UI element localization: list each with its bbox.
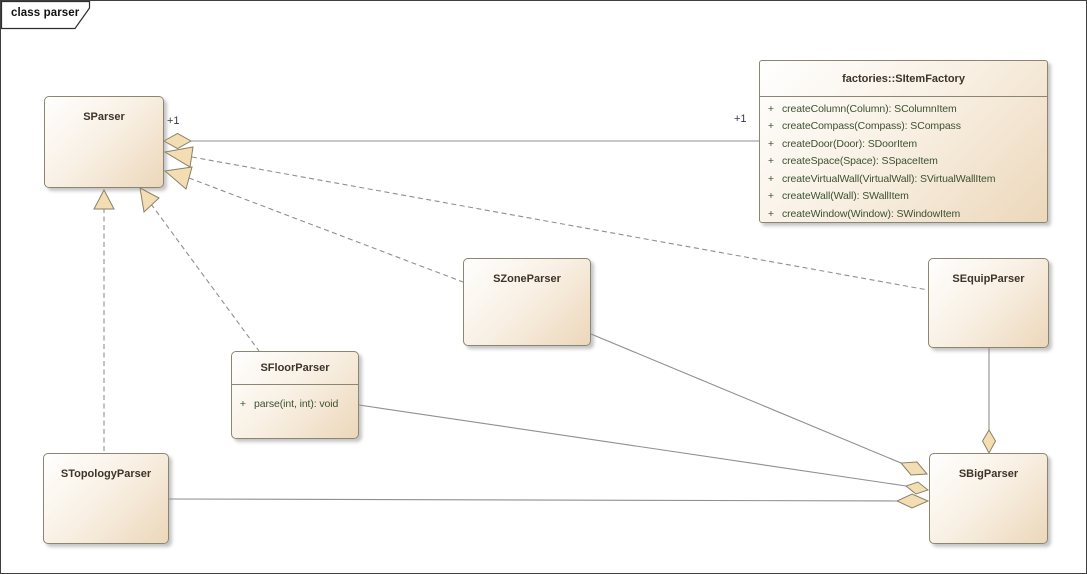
connector-szoneparser-sparser[interactable] [188, 177, 464, 283]
connector-sfloorparser-sparser[interactable] [150, 203, 260, 352]
frame-tab [1, 1, 91, 30]
class-title: SZoneParser [493, 273, 561, 285]
aggregation-diamond-szone-sbig [899, 461, 929, 476]
connector-szoneparser-sbigparser[interactable] [590, 333, 902, 464]
method-signature: createVirtualWall(VirtualWall): SVirtual… [782, 172, 996, 185]
method-visibility: + [767, 190, 775, 203]
class-title: SParser [83, 111, 125, 123]
method-signature: createDoor(Door): SDoorItem [782, 137, 918, 150]
frame-tab-shape [1, 1, 91, 30]
aggregation-diamond-sequip-sbig [981, 429, 997, 455]
method-row: + parse(int, int): void [232, 395, 358, 413]
method-row: + createWindow(Window): SWindowItem [760, 205, 1047, 223]
class-title: STopologyParser [60, 468, 152, 480]
class-title: SFloorParser [260, 362, 330, 374]
methods-compartment: + createColumn(Column): SColumnItem + cr… [760, 96, 1047, 223]
title-compartment: SFloorParser [232, 352, 358, 384]
aggregation-diamond-stopo-sbig [895, 493, 930, 509]
class-box-stopologyparser[interactable]: STopologyParser [43, 453, 169, 544]
method-visibility: + [767, 120, 775, 133]
method-signature: createColumn(Column): SColumnItem [782, 102, 957, 115]
class-title: SEquipParser [952, 273, 1025, 285]
method-visibility: + [767, 207, 775, 220]
method-signature: createWall(Wall): SWallItem [782, 190, 909, 203]
realization-arrowhead-szoneparser [163, 166, 193, 190]
realization-arrowhead-sequipparser [163, 146, 194, 168]
class-title: factories::SItemFactory [842, 72, 965, 85]
realization-arrowhead-stopologyparser [93, 188, 115, 210]
aggregation-diamond-sfloor-sbig [904, 481, 930, 495]
multiplicity-label-source: +1 [167, 115, 180, 127]
realization-arrowhead-sfloorparser [139, 187, 160, 214]
class-box-sparser[interactable]: SParser [44, 96, 164, 188]
method-row: + createVirtualWall(VirtualWall): SVirtu… [760, 170, 1047, 188]
class-box-sequipparser[interactable]: SEquipParser [928, 258, 1049, 348]
connector-sfloorparser-sbigparser[interactable] [358, 404, 907, 487]
method-row: + createWall(Wall): SWallItem [760, 188, 1047, 206]
method-visibility: + [767, 137, 775, 150]
class-box-sfloorparser[interactable]: SFloorParser + parse(int, int): void [231, 351, 359, 439]
method-signature: parse(int, int): void [254, 397, 339, 410]
method-visibility: + [767, 102, 775, 115]
methods-compartment: + parse(int, int): void [232, 384, 358, 413]
multiplicity-label-target: +1 [734, 113, 747, 125]
method-signature: createCompass(Compass): SCompass [782, 120, 961, 133]
method-row: + createSpace(Space): SSpaceItem [760, 153, 1047, 171]
aggregation-diamond-sparser [162, 132, 193, 150]
method-signature: createWindow(Window): SWindowItem [782, 207, 961, 220]
method-row: + createColumn(Column): SColumnItem [760, 100, 1047, 118]
class-box-sitemfactory[interactable]: factories::SItemFactory + createColumn(C… [759, 60, 1048, 223]
method-visibility: + [239, 397, 247, 410]
connector-stopologyparser-sbigparser[interactable] [168, 498, 898, 502]
frame-tab-label: class parser [11, 7, 80, 19]
class-box-szoneparser[interactable]: SZoneParser [463, 258, 591, 346]
class-title: SBigParser [958, 468, 1019, 480]
method-row: + createCompass(Compass): SCompass [760, 118, 1047, 136]
method-visibility: + [767, 155, 775, 168]
class-box-sbigparser[interactable]: SBigParser [929, 453, 1048, 544]
method-visibility: + [767, 172, 775, 185]
method-signature: createSpace(Space): SSpaceItem [782, 155, 938, 168]
title-compartment: factories::SItemFactory [760, 61, 1047, 96]
method-row: + createDoor(Door): SDoorItem [760, 135, 1047, 153]
